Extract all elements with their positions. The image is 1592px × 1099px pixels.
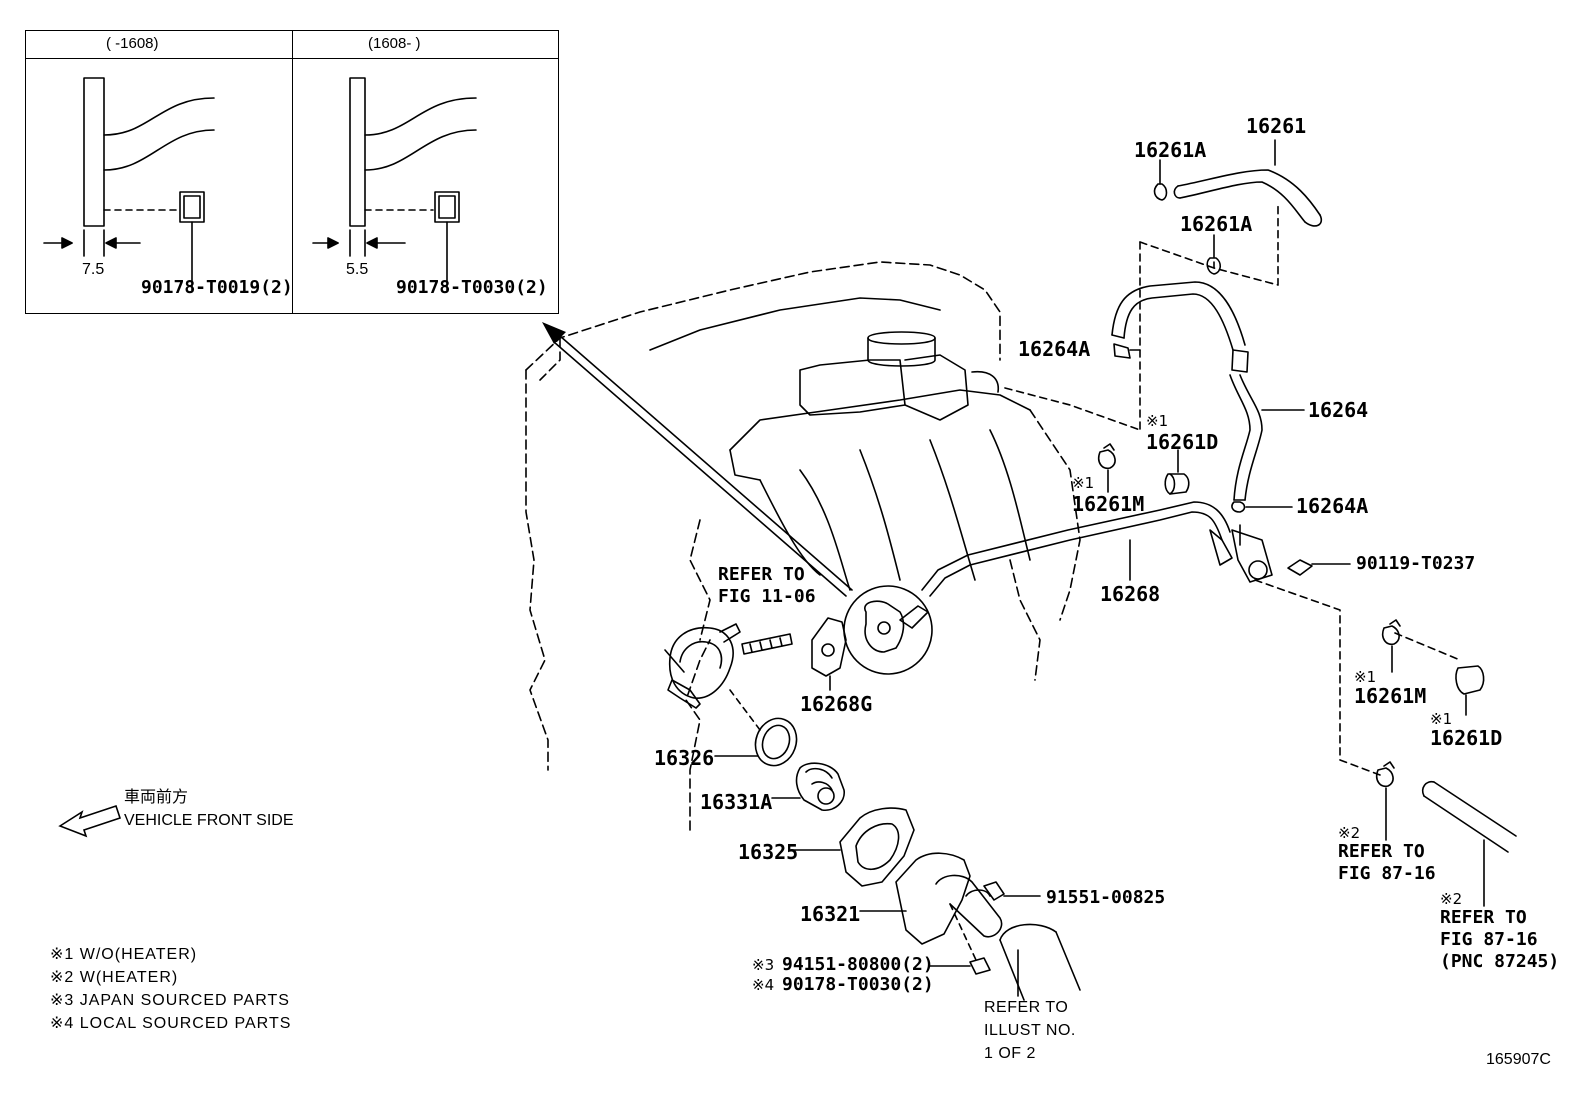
refer-fig-87-16-b-line2[interactable]: FIG 87-16 bbox=[1440, 929, 1538, 950]
inset-right-dim: 5.5 bbox=[346, 261, 369, 278]
refer-fig-11-06-line1[interactable]: REFER TO bbox=[718, 564, 805, 585]
refer-illust-line1[interactable]: REFER TO bbox=[984, 999, 1069, 1016]
mark-1-c: ※1 bbox=[1354, 668, 1377, 686]
mark-3: ※3 bbox=[752, 956, 775, 974]
part-16264A-bottom[interactable]: 16264A bbox=[1296, 494, 1369, 518]
refer-fig-87-16-b-line3[interactable]: (PNC 87245) bbox=[1440, 951, 1560, 972]
footnote-4: ※4 LOCAL SOURCED PARTS bbox=[50, 1015, 292, 1032]
inset-right-header: (1608- ) bbox=[368, 35, 421, 52]
hose-16264 bbox=[1111, 281, 1305, 513]
part-16321[interactable]: 16321 bbox=[800, 902, 861, 926]
part-94151-80800[interactable]: 94151-80800(2) bbox=[782, 954, 934, 975]
part-16331A[interactable]: 16331A bbox=[700, 790, 773, 814]
part-16268G[interactable]: 16268G bbox=[800, 692, 873, 716]
part-16261A-mid[interactable]: 16261A bbox=[1180, 212, 1253, 236]
hose-16261 bbox=[1153, 139, 1323, 227]
pipe-16268 bbox=[921, 501, 1351, 597]
inset-right-drawing bbox=[312, 77, 477, 291]
part-16261M-bottom[interactable]: 16261M bbox=[1354, 684, 1427, 708]
refer-fig-87-16-a-line1[interactable]: REFER TO bbox=[1338, 841, 1425, 862]
figure-number: 165907C bbox=[1486, 1051, 1551, 1068]
vehicle-front-en: VEHICLE FRONT SIDE bbox=[124, 812, 294, 829]
engine-outline bbox=[525, 261, 1081, 831]
part-91551-00825[interactable]: 91551-00825 bbox=[1046, 887, 1166, 908]
part-90119-T0237[interactable]: 90119-T0237 bbox=[1356, 553, 1476, 574]
inset-left-header: ( -1608) bbox=[106, 35, 159, 52]
footnote-3: ※3 JAPAN SOURCED PARTS bbox=[50, 992, 290, 1009]
part-16325[interactable]: 16325 bbox=[738, 840, 799, 864]
part-90178-T0030[interactable]: 90178-T0030(2) bbox=[782, 974, 934, 995]
intake-manifold bbox=[649, 297, 1031, 591]
inset-left-drawing bbox=[43, 77, 215, 291]
vehicle-front-jp: 車両前方 bbox=[124, 789, 189, 806]
mark-1-a: ※1 bbox=[1146, 412, 1169, 430]
part-16326[interactable]: 16326 bbox=[654, 746, 715, 770]
vehicle-front-arrow bbox=[58, 804, 122, 838]
part-16264[interactable]: 16264 bbox=[1308, 398, 1369, 422]
detail-circle bbox=[843, 585, 933, 675]
mark-2-a: ※2 bbox=[1338, 824, 1361, 842]
part-90178-T0019[interactable]: 90178-T0019(2) bbox=[141, 277, 293, 298]
part-16261D-bottom[interactable]: 16261D bbox=[1430, 726, 1503, 750]
refer-illust-line3[interactable]: 1 OF 2 bbox=[984, 1045, 1036, 1062]
inset-left-dim: 7.5 bbox=[82, 261, 105, 278]
inset-divider bbox=[292, 30, 293, 314]
mark-1-b: ※1 bbox=[1072, 474, 1095, 492]
part-16261[interactable]: 16261 bbox=[1246, 114, 1307, 138]
part-16261D-top[interactable]: 16261D bbox=[1146, 430, 1219, 454]
footnote-1: ※1 W/O(HEATER) bbox=[50, 946, 198, 963]
part-16261M-top[interactable]: 16261M bbox=[1072, 492, 1145, 516]
part-16261A-top[interactable]: 16261A bbox=[1134, 138, 1207, 162]
refer-fig-87-16-b-line1[interactable]: REFER TO bbox=[1440, 907, 1527, 928]
refer-illust-line2[interactable]: ILLUST NO. bbox=[984, 1022, 1076, 1039]
inset-header-line bbox=[25, 58, 559, 59]
footnote-2: ※2 W(HEATER) bbox=[50, 969, 179, 986]
part-16268[interactable]: 16268 bbox=[1100, 582, 1161, 606]
refer-fig-87-16-a-line2[interactable]: FIG 87-16 bbox=[1338, 863, 1436, 884]
mark-2-b: ※2 bbox=[1440, 890, 1463, 908]
mark-4: ※4 bbox=[752, 976, 775, 994]
part-16264A-top[interactable]: 16264A bbox=[1018, 337, 1091, 361]
part-90178-T0030-inset[interactable]: 90178-T0030(2) bbox=[396, 277, 548, 298]
refer-fig-11-06-line2[interactable]: FIG 11-06 bbox=[718, 586, 816, 607]
mark-1-d: ※1 bbox=[1430, 710, 1453, 728]
